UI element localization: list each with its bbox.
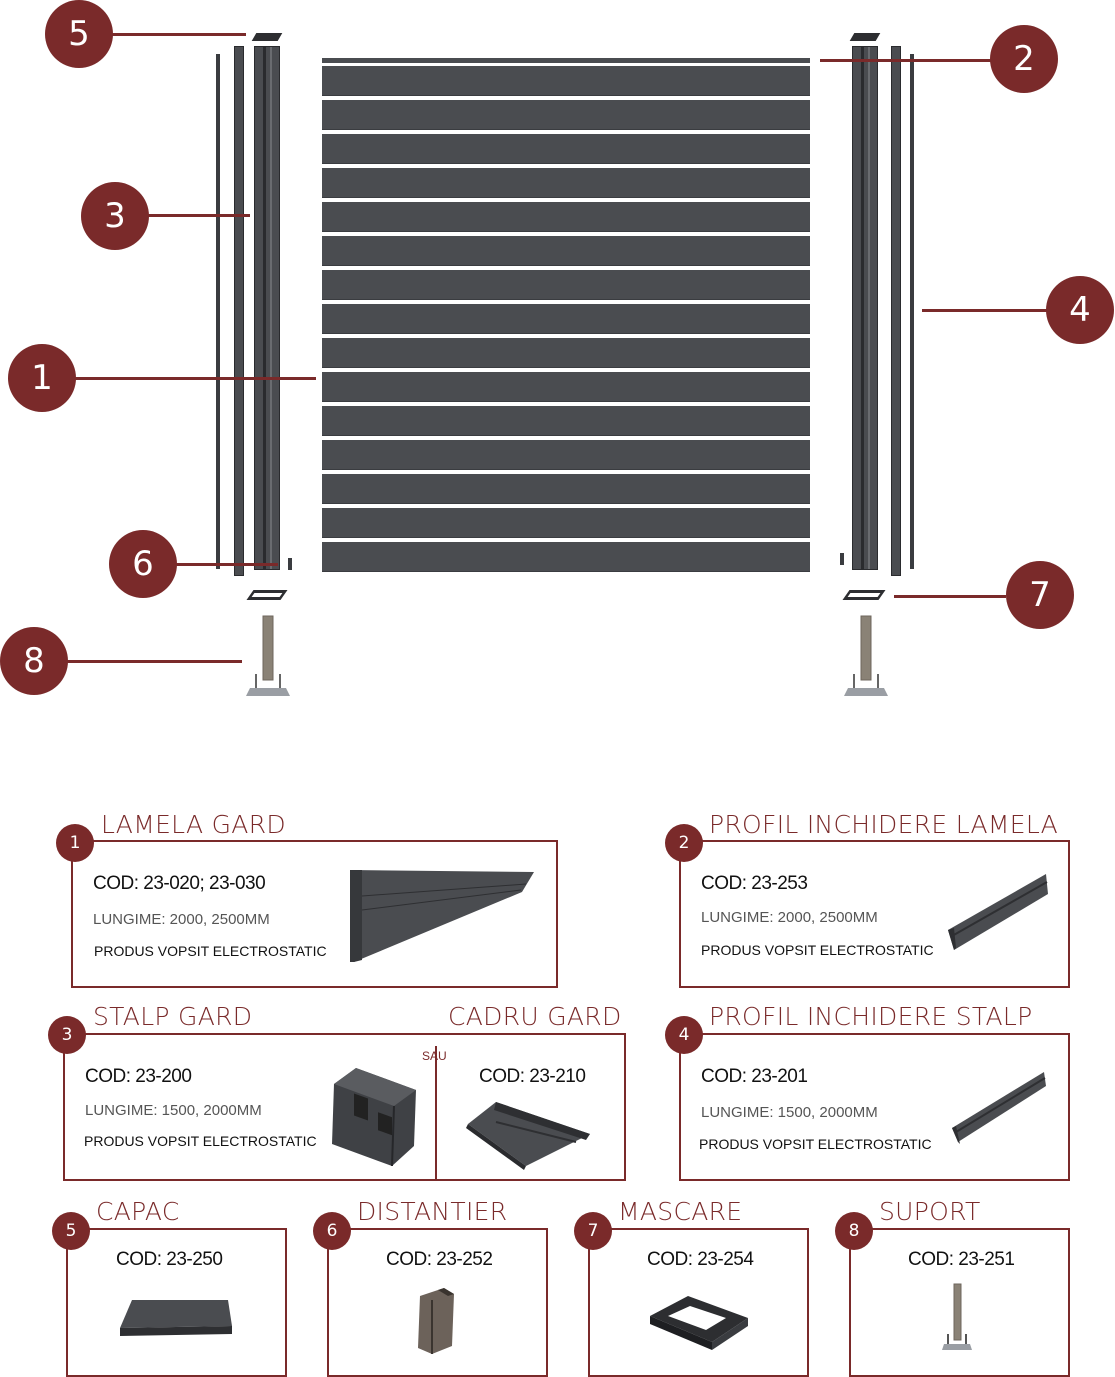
card-product-note: PRODUS VOPSIT ELECTROSTATIC <box>701 942 934 958</box>
right-post <box>852 46 878 570</box>
left-spacer-piece <box>288 558 292 570</box>
leader-2 <box>820 59 992 62</box>
right-spacer-piece <box>840 553 844 565</box>
fence-slat <box>322 474 810 504</box>
card-number: 4 <box>665 1016 703 1054</box>
post-closing-profile-image <box>952 1072 1046 1144</box>
fence-slat <box>322 168 810 198</box>
leader-5 <box>112 33 246 36</box>
lamela-closing-profile-image <box>948 874 1048 950</box>
mask-image <box>650 1296 748 1350</box>
card-length: LUNGIME: 2000, 2500MM <box>701 909 878 926</box>
card-code: COD: 23-020; 23-030 <box>93 873 266 894</box>
callout-5: 5 <box>45 0 113 68</box>
cap-image <box>120 1300 232 1336</box>
card-title: LAMELA GARD <box>101 810 286 839</box>
slat-panel <box>322 58 810 572</box>
card-code: COD: 23-251 <box>908 1249 1015 1270</box>
fence-slat <box>322 100 810 130</box>
card-number: 7 <box>574 1212 612 1250</box>
leader-4 <box>922 309 1048 312</box>
left-mask-piece <box>246 590 288 600</box>
callout-2: 2 <box>990 25 1058 93</box>
leader-3 <box>148 214 250 217</box>
right-post-profile <box>891 46 901 576</box>
right-post-cover-strip <box>910 54 914 569</box>
callout-4: 4 <box>1046 276 1114 344</box>
card-number: 6 <box>313 1212 351 1250</box>
card-title: PROFIL INCHIDERE LAMELA <box>709 810 1059 839</box>
fence-slat <box>322 406 810 436</box>
leader-8 <box>66 660 242 663</box>
card-title: MASCARE <box>618 1197 743 1226</box>
card-divider <box>435 1046 437 1181</box>
left-support-bracket <box>246 615 290 696</box>
leader-6 <box>176 563 278 566</box>
callout-3: 3 <box>81 182 149 250</box>
sau-label: SAU <box>422 1049 447 1063</box>
closing-profile-top <box>322 58 810 63</box>
right-mask-piece <box>842 590 886 600</box>
card-number: 5 <box>52 1212 90 1250</box>
card-code: COD: 23-254 <box>647 1249 754 1270</box>
card-code: COD: 23-250 <box>116 1249 223 1270</box>
card-code: COD: 23-252 <box>386 1249 493 1270</box>
card-code: COD: 23-201 <box>701 1066 808 1087</box>
fence-slat <box>322 134 810 164</box>
fence-slat <box>322 236 810 266</box>
slat-profile-image <box>350 870 534 962</box>
card-number: 3 <box>48 1016 86 1054</box>
left-post <box>254 46 280 570</box>
post-profile-image <box>332 1068 416 1167</box>
card-number: 8 <box>835 1212 873 1250</box>
card-code: COD: 23-200 <box>85 1066 192 1087</box>
card-number: 1 <box>56 824 94 862</box>
card-alt-code: COD: 23-210 <box>479 1066 586 1087</box>
card-title: DISTANTIER <box>357 1197 508 1226</box>
spacer-image <box>418 1288 454 1354</box>
card-product-note: PRODUS VOPSIT ELECTROSTATIC <box>84 1133 317 1149</box>
fence-slat <box>322 508 810 538</box>
leader-7 <box>894 595 1006 598</box>
fence-slat <box>322 372 810 402</box>
fence-slat <box>322 338 810 368</box>
callout-1: 1 <box>8 344 76 412</box>
leader-1 <box>74 377 316 380</box>
card-code: COD: 23-253 <box>701 873 808 894</box>
fence-slat <box>322 270 810 300</box>
card-length: LUNGIME: 1500, 2000MM <box>701 1104 878 1121</box>
card-title: STALP GARD <box>93 1002 253 1031</box>
card-number: 2 <box>665 824 703 862</box>
left-post-cover-strip <box>216 54 220 569</box>
fence-slat <box>322 202 810 232</box>
fence-slat <box>322 542 810 572</box>
card-product-note: PRODUS VOPSIT ELECTROSTATIC <box>699 1136 932 1152</box>
fence-slat <box>322 440 810 470</box>
card-title: CAPAC <box>96 1197 180 1226</box>
card-length: LUNGIME: 2000, 2500MM <box>93 911 270 928</box>
callout-8: 8 <box>0 627 68 695</box>
card-title: SUPORT <box>879 1197 981 1226</box>
card-alt-title: CADRU GARD <box>448 1002 622 1031</box>
fence-slat <box>322 304 810 334</box>
right-support-bracket <box>844 615 888 696</box>
fence-slat <box>322 66 810 96</box>
exploded-diagram: 5 2 3 4 1 6 7 8 <box>0 0 1114 696</box>
support-image <box>942 1283 972 1350</box>
callout-6: 6 <box>109 530 177 598</box>
card-length: LUNGIME: 1500, 2000MM <box>85 1102 262 1119</box>
card-product-note: PRODUS VOPSIT ELECTROSTATIC <box>94 943 327 959</box>
right-cap-piece <box>849 33 881 41</box>
left-post-profile <box>234 46 244 576</box>
left-cap-piece <box>251 33 283 41</box>
card-title: PROFIL INCHIDERE STALP <box>709 1002 1033 1031</box>
frame-profile-image <box>466 1102 590 1170</box>
callout-7: 7 <box>1006 561 1074 629</box>
